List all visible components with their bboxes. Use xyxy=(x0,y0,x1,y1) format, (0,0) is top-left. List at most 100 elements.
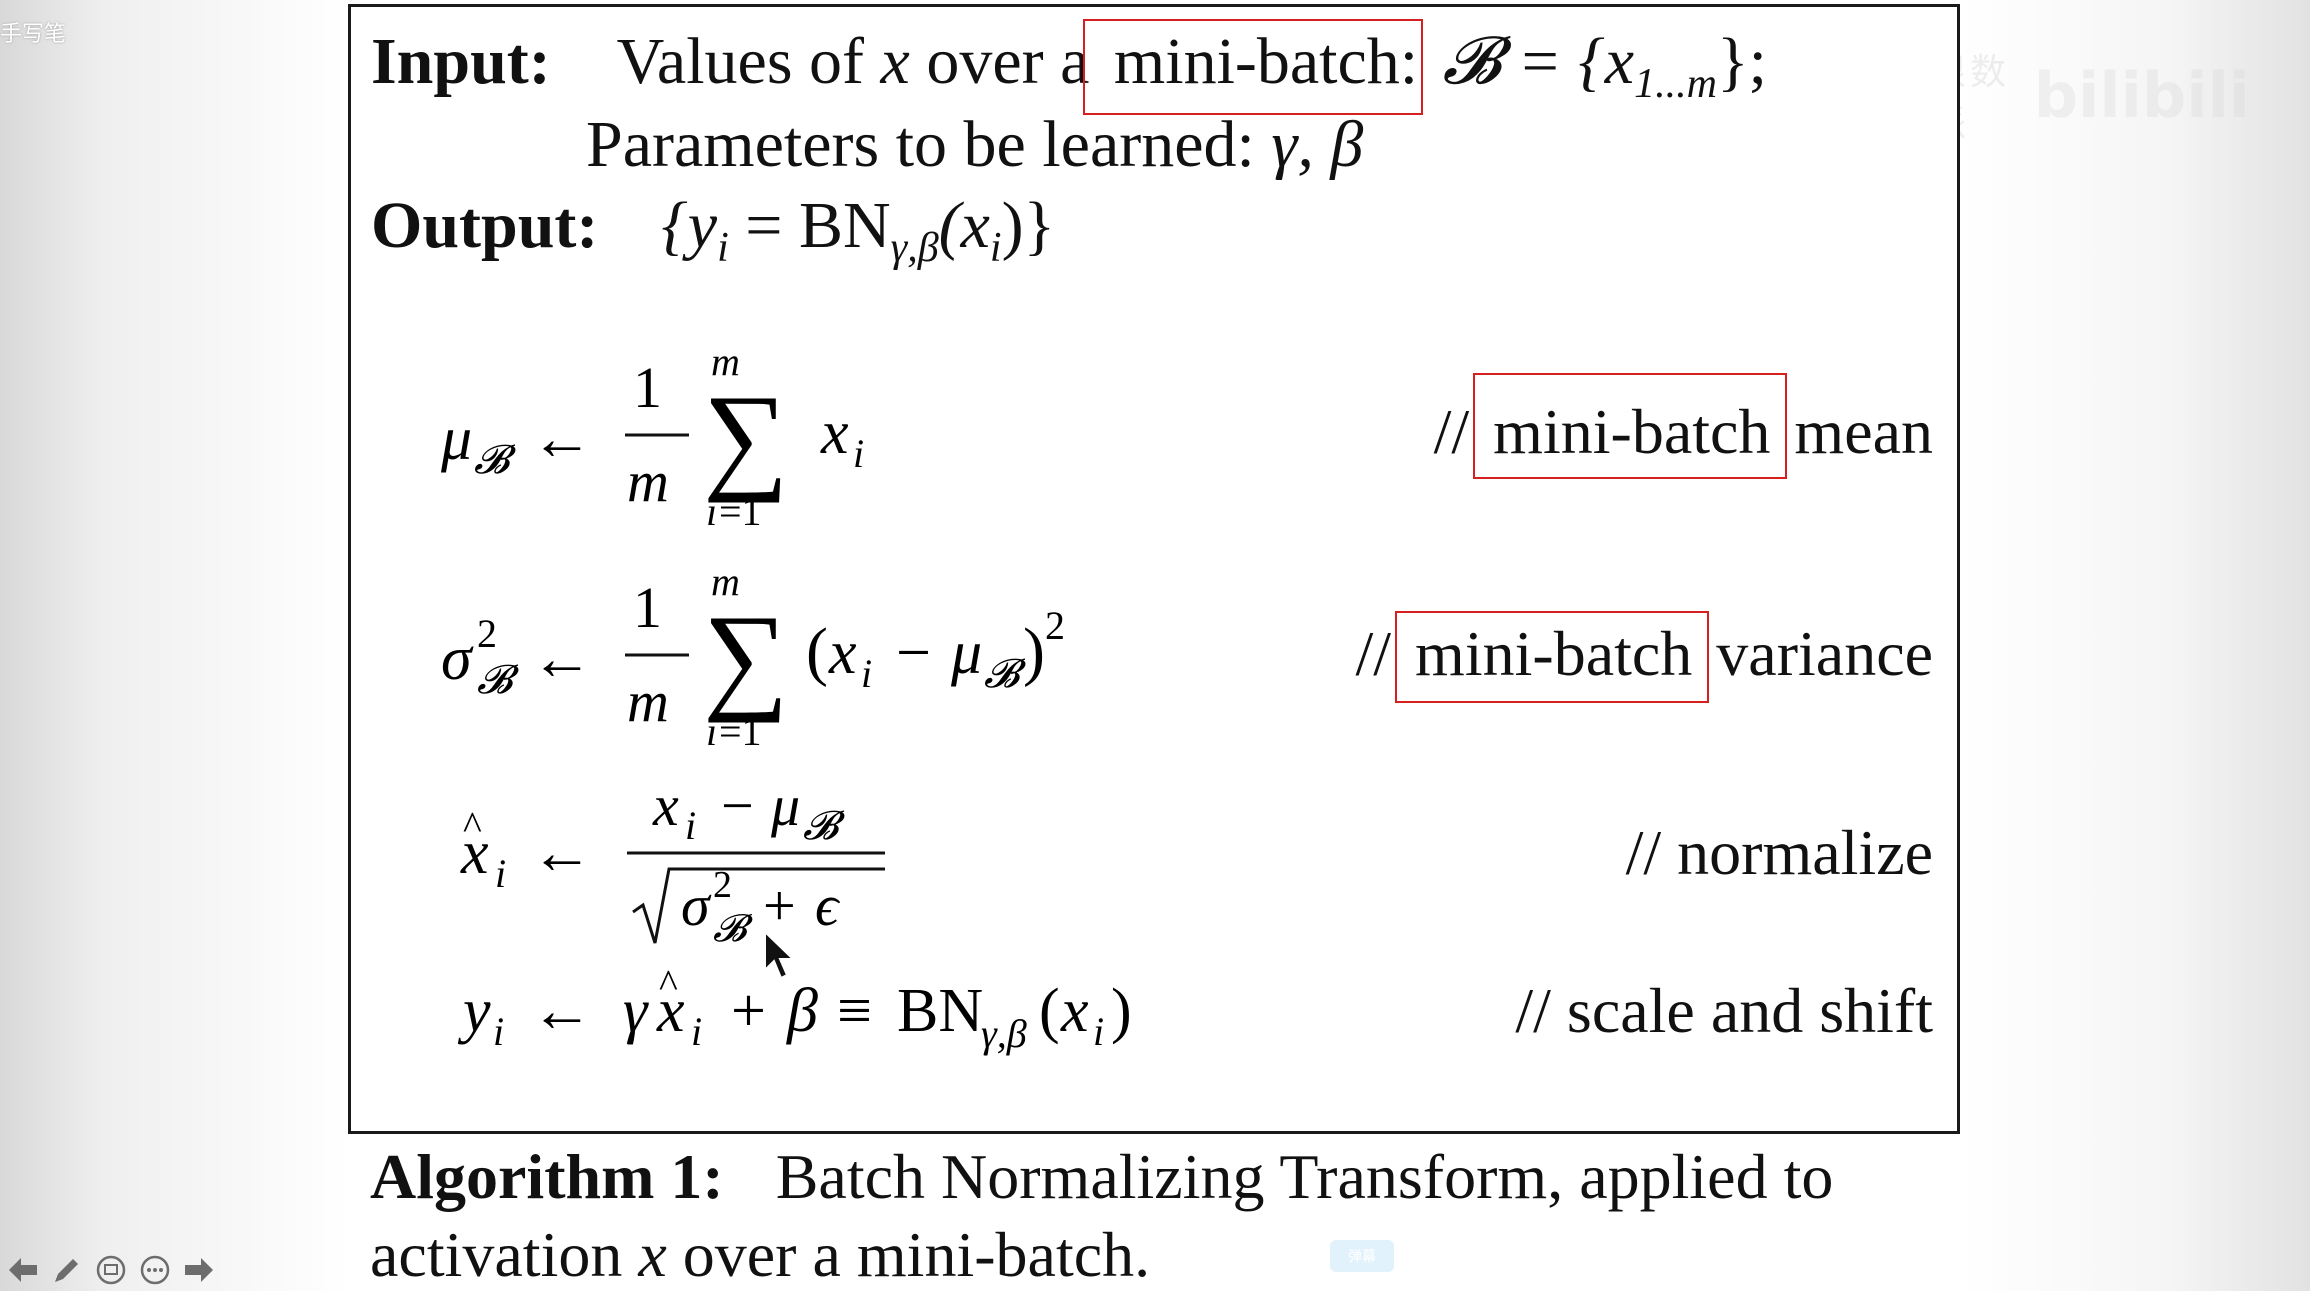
svg-text:∑: ∑ xyxy=(703,590,789,723)
arrow-right-icon[interactable] xyxy=(182,1253,216,1287)
mean-formula: μ 𝓑 ← 1 m m ∑ i =1 x i xyxy=(440,339,864,534)
comment-variance: // mini-batch variance xyxy=(1355,622,1933,686)
svg-text:←: ← xyxy=(531,977,593,1045)
algorithm-box: Input: Values of x over a mini-batch: 𝓑 … xyxy=(348,4,1960,1134)
normalize-formula: x ^ i ← x i − μ 𝓑 σ 2 𝓑 + ϵ xyxy=(460,773,885,950)
params-line: Parameters to be learned: γ, β xyxy=(586,112,1363,178)
svg-text:x: x xyxy=(460,819,489,887)
highlight-box-mean xyxy=(1473,373,1787,479)
output-expr-mid: = BN xyxy=(728,189,891,262)
highlight-box-variance xyxy=(1395,611,1709,703)
svg-text:2: 2 xyxy=(713,864,732,906)
svg-text:i: i xyxy=(691,1009,702,1054)
output-sub-i: i xyxy=(717,225,729,272)
svg-text:m: m xyxy=(711,559,740,604)
svg-text:): ) xyxy=(1023,615,1045,688)
corner-label: 手写笔 xyxy=(0,21,67,46)
slideshow-toolbar xyxy=(6,1250,216,1290)
comment-var-suffix: variance xyxy=(1716,618,1933,689)
svg-text:σ: σ xyxy=(441,625,474,693)
svg-text:i: i xyxy=(853,431,864,476)
svg-text:1: 1 xyxy=(633,355,662,420)
svg-text:2: 2 xyxy=(477,611,497,656)
svg-text:μ: μ xyxy=(770,773,800,838)
svg-text:𝓑: 𝓑 xyxy=(713,908,753,950)
output-sub-i2: i xyxy=(989,225,1002,272)
svg-text:−: − xyxy=(721,773,754,838)
variance-formula: σ 2 𝓑 ← 1 m m ∑ i =1 ( x i − μ 𝓑 ) 2 xyxy=(441,559,1065,754)
svg-text:m: m xyxy=(627,669,669,734)
caption-label: Algorithm 1: xyxy=(370,1141,724,1212)
svg-text:y: y xyxy=(457,977,491,1045)
input-var: x xyxy=(880,25,910,98)
svg-text:+: + xyxy=(763,873,796,938)
svg-text:i: i xyxy=(706,489,717,534)
svg-text:x: x xyxy=(1060,977,1089,1045)
svg-text:x: x xyxy=(828,619,857,687)
svg-text:∑: ∑ xyxy=(703,370,789,503)
params-vars: γ, β xyxy=(1271,108,1364,181)
input-highlight-text: mini-batch: xyxy=(1113,25,1419,98)
caption: Algorithm 1: Batch Normalizing Transform… xyxy=(370,1138,1940,1216)
svg-text:←: ← xyxy=(531,625,593,693)
svg-text:(: ( xyxy=(806,615,828,688)
params-text: Parameters to be learned: xyxy=(586,108,1255,181)
output-line: Output: {yi = BNγ,β(xi)} xyxy=(371,193,1055,272)
svg-text:): ) xyxy=(1111,977,1132,1045)
svg-text:β: β xyxy=(786,977,818,1045)
svg-text:γ: γ xyxy=(623,977,649,1045)
caption-line2: activation x over a mini-batch. xyxy=(370,1218,1150,1292)
svg-text:i: i xyxy=(1093,1009,1104,1054)
svg-text:^: ^ xyxy=(463,803,482,848)
arrow-left-icon[interactable] xyxy=(6,1253,40,1287)
svg-text:x: x xyxy=(656,977,685,1045)
caption-text2-pre: activation xyxy=(370,1219,623,1290)
svg-text:←: ← xyxy=(531,819,593,887)
right-gradient xyxy=(1960,0,2310,1291)
comment-mean-prefix: // xyxy=(1433,396,1470,467)
left-gradient xyxy=(0,0,350,1291)
svg-text:x: x xyxy=(820,399,849,467)
svg-text:x: x xyxy=(652,773,679,838)
output-expr-close: )} xyxy=(1001,189,1056,262)
pen-icon[interactable] xyxy=(50,1253,84,1287)
svg-text:𝓑: 𝓑 xyxy=(477,657,520,702)
caption-text2-post: over a mini-batch. xyxy=(682,1219,1151,1290)
svg-text:μ: μ xyxy=(440,405,472,473)
svg-text:ϵ: ϵ xyxy=(815,873,841,938)
svg-text:←: ← xyxy=(531,405,593,473)
svg-text:μ: μ xyxy=(950,619,982,687)
comment-normalize: // normalize xyxy=(1625,817,1933,888)
svg-text:𝓑: 𝓑 xyxy=(984,651,1027,696)
more-icon[interactable] xyxy=(138,1253,172,1287)
svg-text:−: − xyxy=(896,619,931,687)
output-sub: γ,β xyxy=(890,225,939,272)
svg-text:i: i xyxy=(685,803,696,848)
svg-text:(: ( xyxy=(1039,977,1060,1045)
input-set-sub: 1...m xyxy=(1634,61,1717,108)
svg-text:𝓑: 𝓑 xyxy=(474,437,517,482)
output-label: Output: xyxy=(371,189,599,262)
bilibili-logo: bilibili xyxy=(2033,58,2250,132)
svg-text:+: + xyxy=(731,977,766,1045)
danmaku-bubble[interactable]: 弹幕 xyxy=(1330,1240,1394,1272)
highlight-box-input xyxy=(1083,19,1423,115)
svg-text:m: m xyxy=(711,339,740,384)
caption-text1: Batch Normalizing Transform, applied to xyxy=(775,1141,1834,1212)
output-expr: {y xyxy=(661,189,718,262)
formulas: μ 𝓑 ← 1 m m ∑ i =1 x i σ 2 𝓑 ← 1 m m ∑ i… xyxy=(440,339,1132,1056)
svg-text:σ: σ xyxy=(681,873,712,938)
comment-var-highlight: mini-batch xyxy=(1415,618,1693,689)
input-text-post: over a xyxy=(926,25,1090,98)
input-label: Input: xyxy=(371,25,551,98)
mouse-cursor-icon xyxy=(764,930,796,980)
svg-text:BN: BN xyxy=(897,977,983,1045)
svg-text:m: m xyxy=(627,449,669,514)
input-set: 𝓑 = {x xyxy=(1442,25,1635,98)
slides-icon[interactable] xyxy=(94,1253,128,1287)
comment-mean-suffix: mean xyxy=(1794,396,1933,467)
scale-formula: y i ← γ x ^ i + β ≡ BN γ,β ( x i ) xyxy=(457,961,1132,1056)
input-line: Input: Values of x over a mini-batch: 𝓑 … xyxy=(371,29,1767,108)
comment-scale: // scale and shift xyxy=(1515,975,1933,1046)
svg-text:^: ^ xyxy=(659,961,678,1006)
